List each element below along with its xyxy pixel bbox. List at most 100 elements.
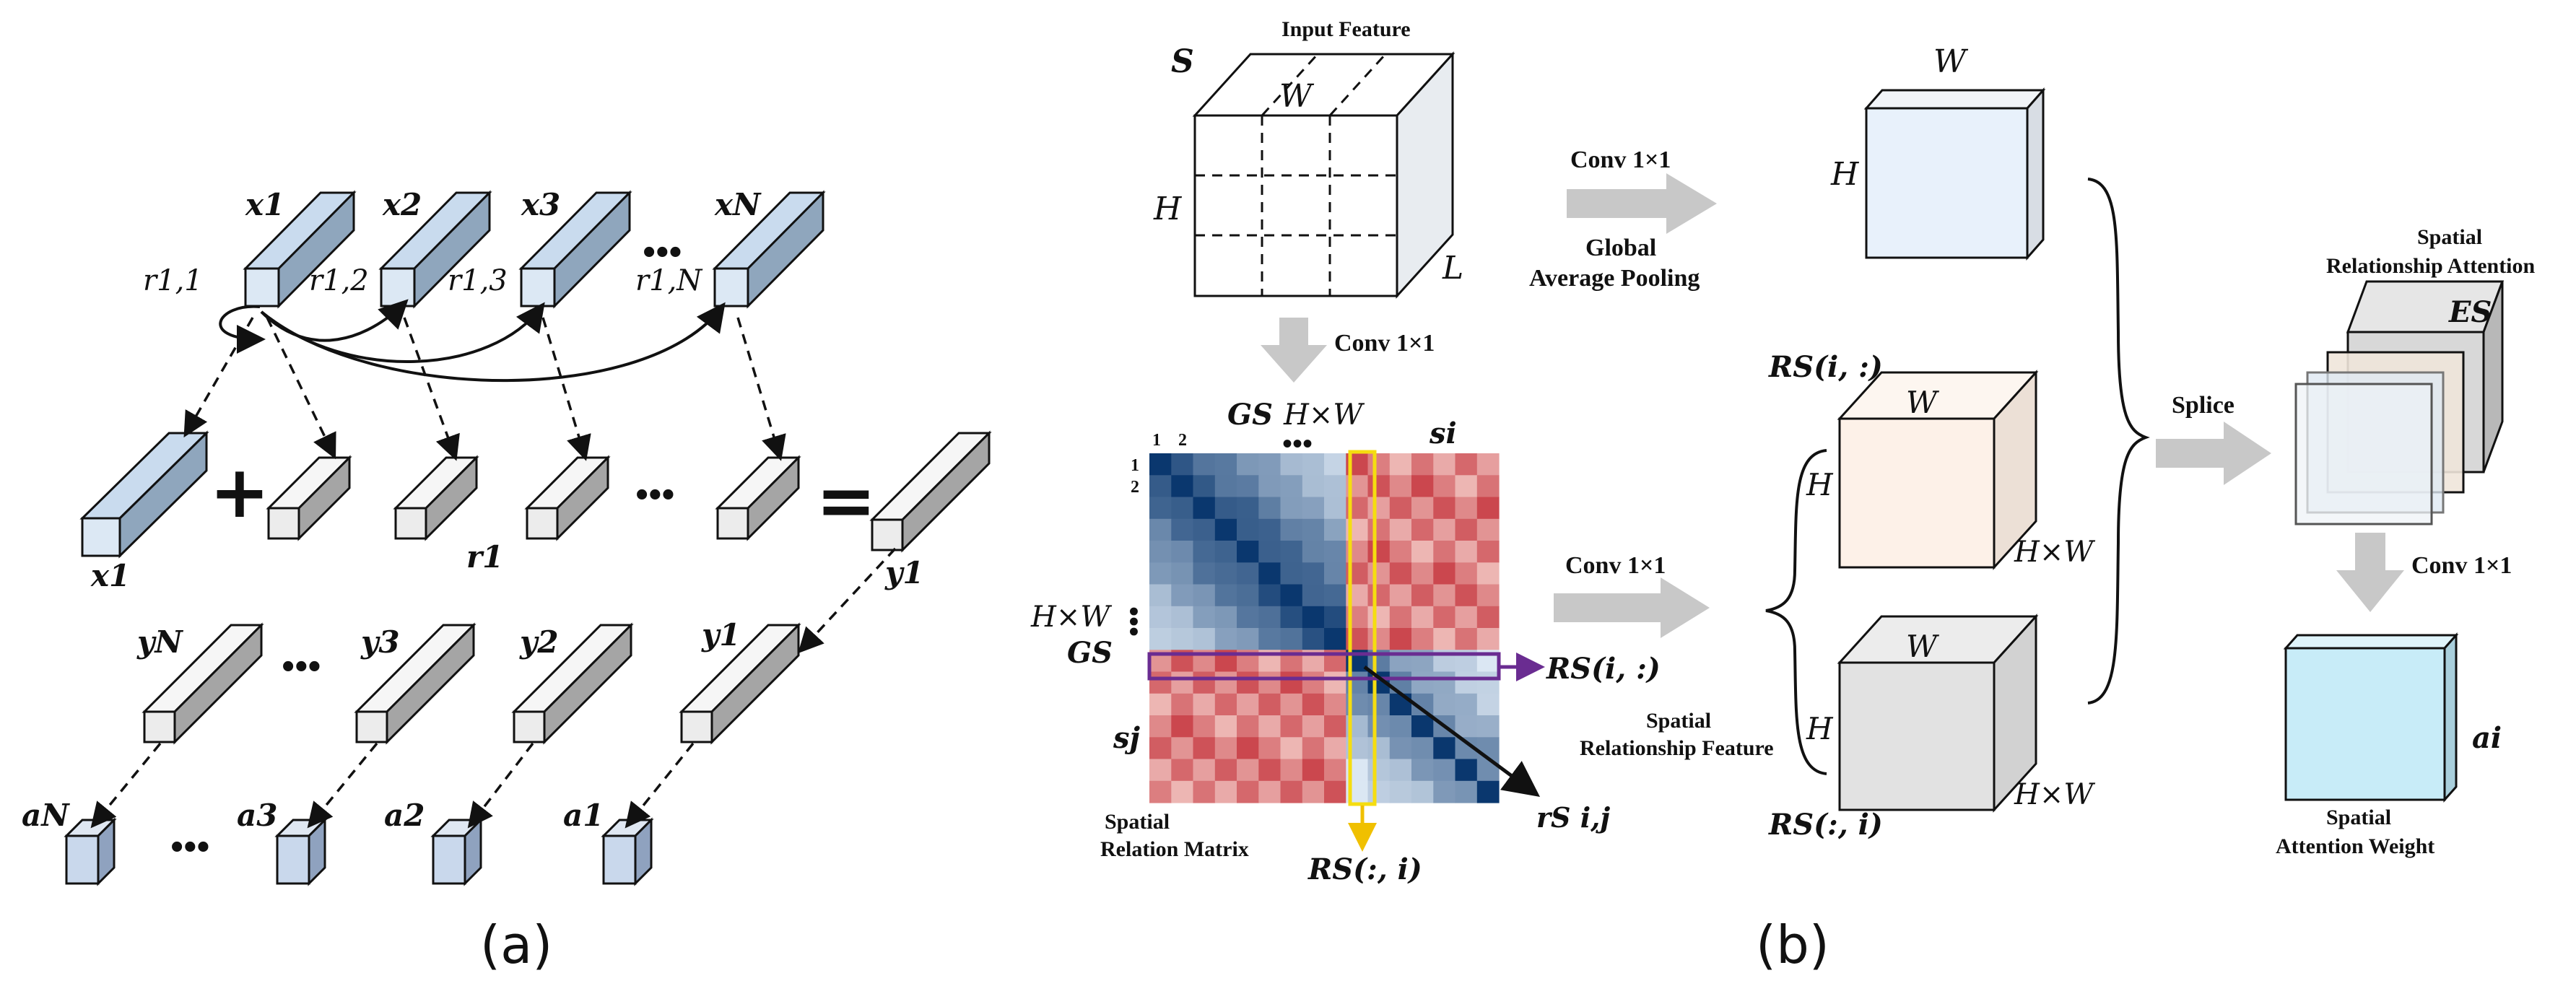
matrix-cell (1324, 671, 1346, 694)
hxw-left-label: H×W (1030, 601, 1112, 634)
matrix-cell (1476, 606, 1500, 629)
matrix-cell (1433, 671, 1456, 694)
matrix-cell (1258, 584, 1282, 607)
a1-bar (601, 817, 654, 886)
matrix-cell (1280, 475, 1303, 498)
x1-bar (243, 190, 357, 309)
y2-bar (511, 622, 634, 745)
x3-bar (518, 190, 632, 309)
matrix-cell (1237, 780, 1259, 803)
pooled-cube (1863, 87, 2046, 261)
matrix-cell (1214, 453, 1237, 476)
x2-label: x2 (382, 187, 422, 222)
matrix-cell (1411, 759, 1434, 782)
matrix-cell (1280, 671, 1303, 694)
matrix-cell (1280, 562, 1303, 585)
matrix-cell (1171, 518, 1194, 541)
attention-weight-cube (2283, 632, 2459, 803)
matrix-cell (1193, 693, 1216, 716)
matrix-cell (1258, 693, 1282, 716)
matrix-cell (1193, 715, 1216, 738)
r-bar-3 (524, 455, 611, 541)
self-relation-arc (219, 305, 266, 354)
matrix-cell (1324, 453, 1346, 476)
matrix-cell (1258, 671, 1282, 694)
matrix-cell (1433, 759, 1456, 782)
matrix-cell (1302, 780, 1325, 803)
matrix-cell (1433, 606, 1456, 629)
matrix-cell (1193, 497, 1216, 520)
matrix-cell (1411, 453, 1434, 476)
xN-to-r-arrow (736, 317, 786, 461)
matrix-cell (1280, 584, 1303, 607)
r1N-label: r1,N (635, 264, 703, 297)
matrix-cell (1411, 541, 1434, 563)
bot-cube-w: W (1906, 629, 1940, 664)
matrix-cell (1411, 671, 1434, 694)
panel-a: x1 x2 x3 xN ••• r1,1 r1,2 r1,3 r1,N + = … (22, 187, 992, 975)
relation-arc-2 (260, 299, 409, 342)
matrix-cell (1258, 562, 1282, 585)
matrix-cell (1324, 497, 1346, 520)
matrix-cell (1389, 671, 1412, 694)
matrix-cell (1280, 780, 1303, 803)
x2-bar (378, 190, 492, 309)
yN-to-aN-arrow (90, 742, 162, 829)
matrix-cell (1258, 759, 1282, 782)
matrix-cell (1476, 737, 1500, 760)
matrix-cell (1476, 453, 1500, 476)
matrix-cell (1367, 475, 1391, 498)
matrix-cell (1389, 628, 1412, 650)
matrix-cell (1389, 541, 1412, 563)
matrix-cell (1149, 759, 1172, 782)
matrix-cell (1302, 453, 1325, 476)
matrix-cell (1455, 606, 1478, 629)
matrix-cell (1389, 562, 1412, 585)
matrix-cell (1149, 475, 1172, 498)
matrix-cell (1389, 453, 1412, 476)
matrix-cell (1171, 780, 1194, 803)
matrix-cell (1411, 628, 1434, 650)
relation-feature-cube-1 (1837, 370, 2039, 570)
matrix-cell (1367, 606, 1391, 629)
matrix-cell (1324, 759, 1346, 782)
matrix-cell (1237, 737, 1259, 760)
matrix-cell (1280, 497, 1303, 520)
matrix-cell (1149, 541, 1172, 563)
matrix-cell (1237, 453, 1259, 476)
caption-a: (a) (480, 915, 552, 975)
relationship-attention-cube (2294, 280, 2505, 525)
top-cube-w: W (1933, 43, 1969, 80)
matrix-cell (1411, 780, 1434, 803)
matrix-cell (1433, 737, 1456, 760)
matrix-cell (1280, 693, 1303, 716)
top-cube-h: H (1830, 156, 1860, 193)
gs-left-label: GS (1067, 636, 1113, 670)
matrix-cell (1389, 584, 1412, 607)
matrix-cell (1214, 606, 1237, 629)
matrix-cell (1171, 562, 1194, 585)
matrix-cell (1476, 693, 1500, 716)
matrix-cell (1149, 453, 1172, 476)
matrix-cell (1258, 475, 1282, 498)
tick-1-top: 1 (1152, 431, 1161, 450)
r-bar-2 (393, 455, 479, 541)
r11-label: r1,1 (143, 264, 203, 297)
matrix-cell (1455, 671, 1478, 694)
conv-label-1: Conv 1×1 (1334, 330, 1435, 357)
x-ellipsis: ••• (643, 232, 682, 273)
matrix-cell (1455, 759, 1478, 782)
a2-label: a2 (384, 798, 425, 833)
matrix-cell (1258, 518, 1282, 541)
matrix-cell (1171, 759, 1194, 782)
spatial-feature-label-2: Relationship Feature (1580, 736, 1774, 760)
conv-label-3: Conv 1×1 (1565, 552, 1666, 579)
matrix-cell (1237, 497, 1259, 520)
plus-sign: + (209, 450, 270, 534)
matrix-cell (1433, 562, 1456, 585)
yN-bar (142, 622, 264, 745)
matrix-cell (1214, 715, 1237, 738)
right-arrow-top (1567, 173, 1717, 234)
matrix-cell (1214, 780, 1237, 803)
matrix-cell (1302, 737, 1325, 760)
